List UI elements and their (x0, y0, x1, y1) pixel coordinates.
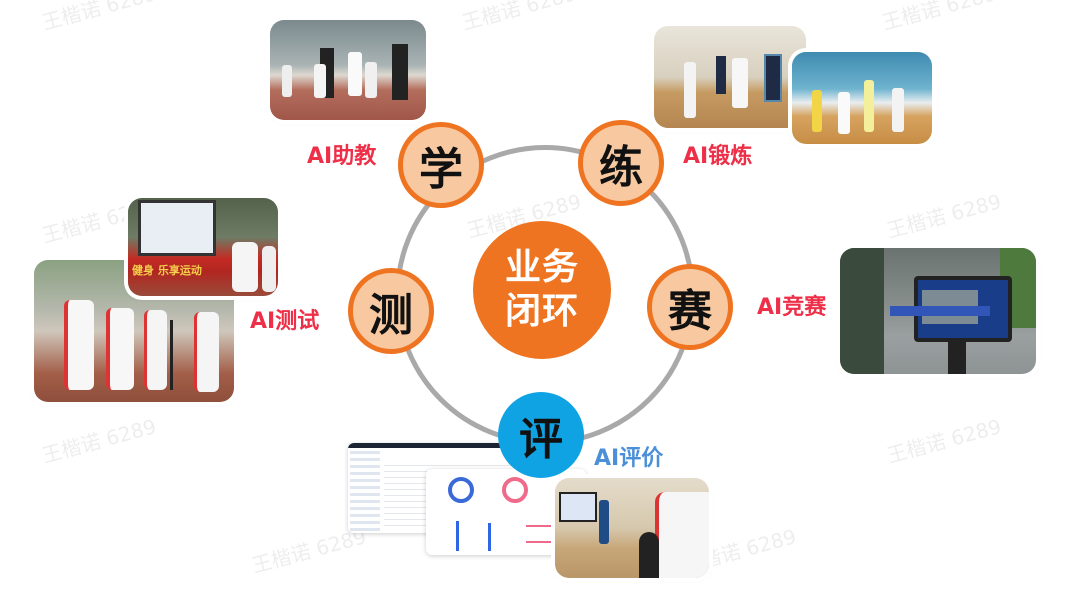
center-title-line2: 闭环 (504, 291, 579, 332)
photo-ai-exercise-2 (792, 52, 932, 144)
screen-kiosk (764, 54, 782, 102)
student-figure (639, 532, 659, 578)
window-titlebar (348, 443, 548, 448)
watermark: 王楷诺 6289 (884, 414, 1004, 468)
label-ai-exercise: AI锻炼 (683, 144, 753, 169)
watermark: 王楷诺 6289 (459, 0, 579, 35)
student-figure (106, 308, 134, 390)
node-compete-char: 赛 (668, 286, 712, 337)
photo-ai-exercise-1 (654, 26, 806, 128)
tripod (948, 340, 966, 374)
student-figure (64, 300, 94, 390)
bar (456, 521, 459, 551)
student-figure (194, 312, 219, 392)
student-figure (892, 88, 904, 132)
photo-ai-competition (840, 248, 1036, 374)
student-figure (232, 242, 258, 292)
student-figure (864, 80, 874, 132)
watermark: 王楷诺 6289 (39, 414, 159, 468)
donut-chart (448, 477, 474, 503)
tripod (170, 320, 173, 390)
teacher-figure (599, 500, 609, 544)
smart-board (559, 492, 597, 522)
node-test-char: 测 (369, 290, 413, 341)
watermark: 王楷诺 6289 (884, 189, 1004, 243)
photo-ai-evaluation (555, 478, 709, 578)
student-figure (314, 64, 326, 98)
screen-kiosk (716, 56, 726, 94)
student-figure (365, 62, 377, 98)
center-circle: 业务 闭环 (473, 221, 611, 359)
student-figure (282, 65, 292, 97)
student-figure (684, 62, 696, 118)
student-figure (144, 310, 167, 390)
floor-mat (890, 306, 990, 316)
label-ai-teaching: AI助教 (307, 144, 377, 169)
teacher-figure (732, 58, 748, 108)
screen-kiosk (392, 44, 408, 100)
label-ai-evaluation: AI评价 (594, 446, 664, 471)
doorway (840, 248, 884, 374)
scoreboard-screen (138, 200, 216, 256)
node-practice-char: 练 (599, 142, 643, 193)
line (526, 525, 576, 527)
center-title-line1: 业务 (504, 247, 579, 288)
watermark: 王楷诺 6289 (39, 0, 159, 35)
photo-ai-teaching (270, 20, 426, 120)
line (526, 541, 576, 543)
node-compete: 赛 (647, 264, 733, 350)
node-learn: 学 (398, 122, 484, 208)
label-ai-test: AI测试 (250, 309, 320, 334)
node-practice: 练 (578, 120, 664, 206)
student-figure (655, 492, 709, 578)
node-evaluate: 评 (498, 392, 584, 478)
label-ai-competition: AI竞赛 (757, 295, 827, 320)
student-figure (262, 246, 276, 292)
banner-text: 健身 乐享运动 (132, 264, 202, 277)
sidebar-menu (350, 451, 380, 531)
student-figure (812, 90, 822, 132)
donut-chart (502, 477, 528, 503)
teacher-figure (348, 52, 362, 96)
node-evaluate-char: 评 (519, 414, 563, 465)
watermark: 王楷诺 6289 (879, 0, 999, 35)
student-figure (838, 92, 850, 134)
photo-ai-test-1: 健身 乐享运动 (128, 198, 278, 296)
node-test: 测 (348, 268, 434, 354)
bar (488, 523, 491, 551)
node-learn-char: 学 (419, 144, 463, 195)
